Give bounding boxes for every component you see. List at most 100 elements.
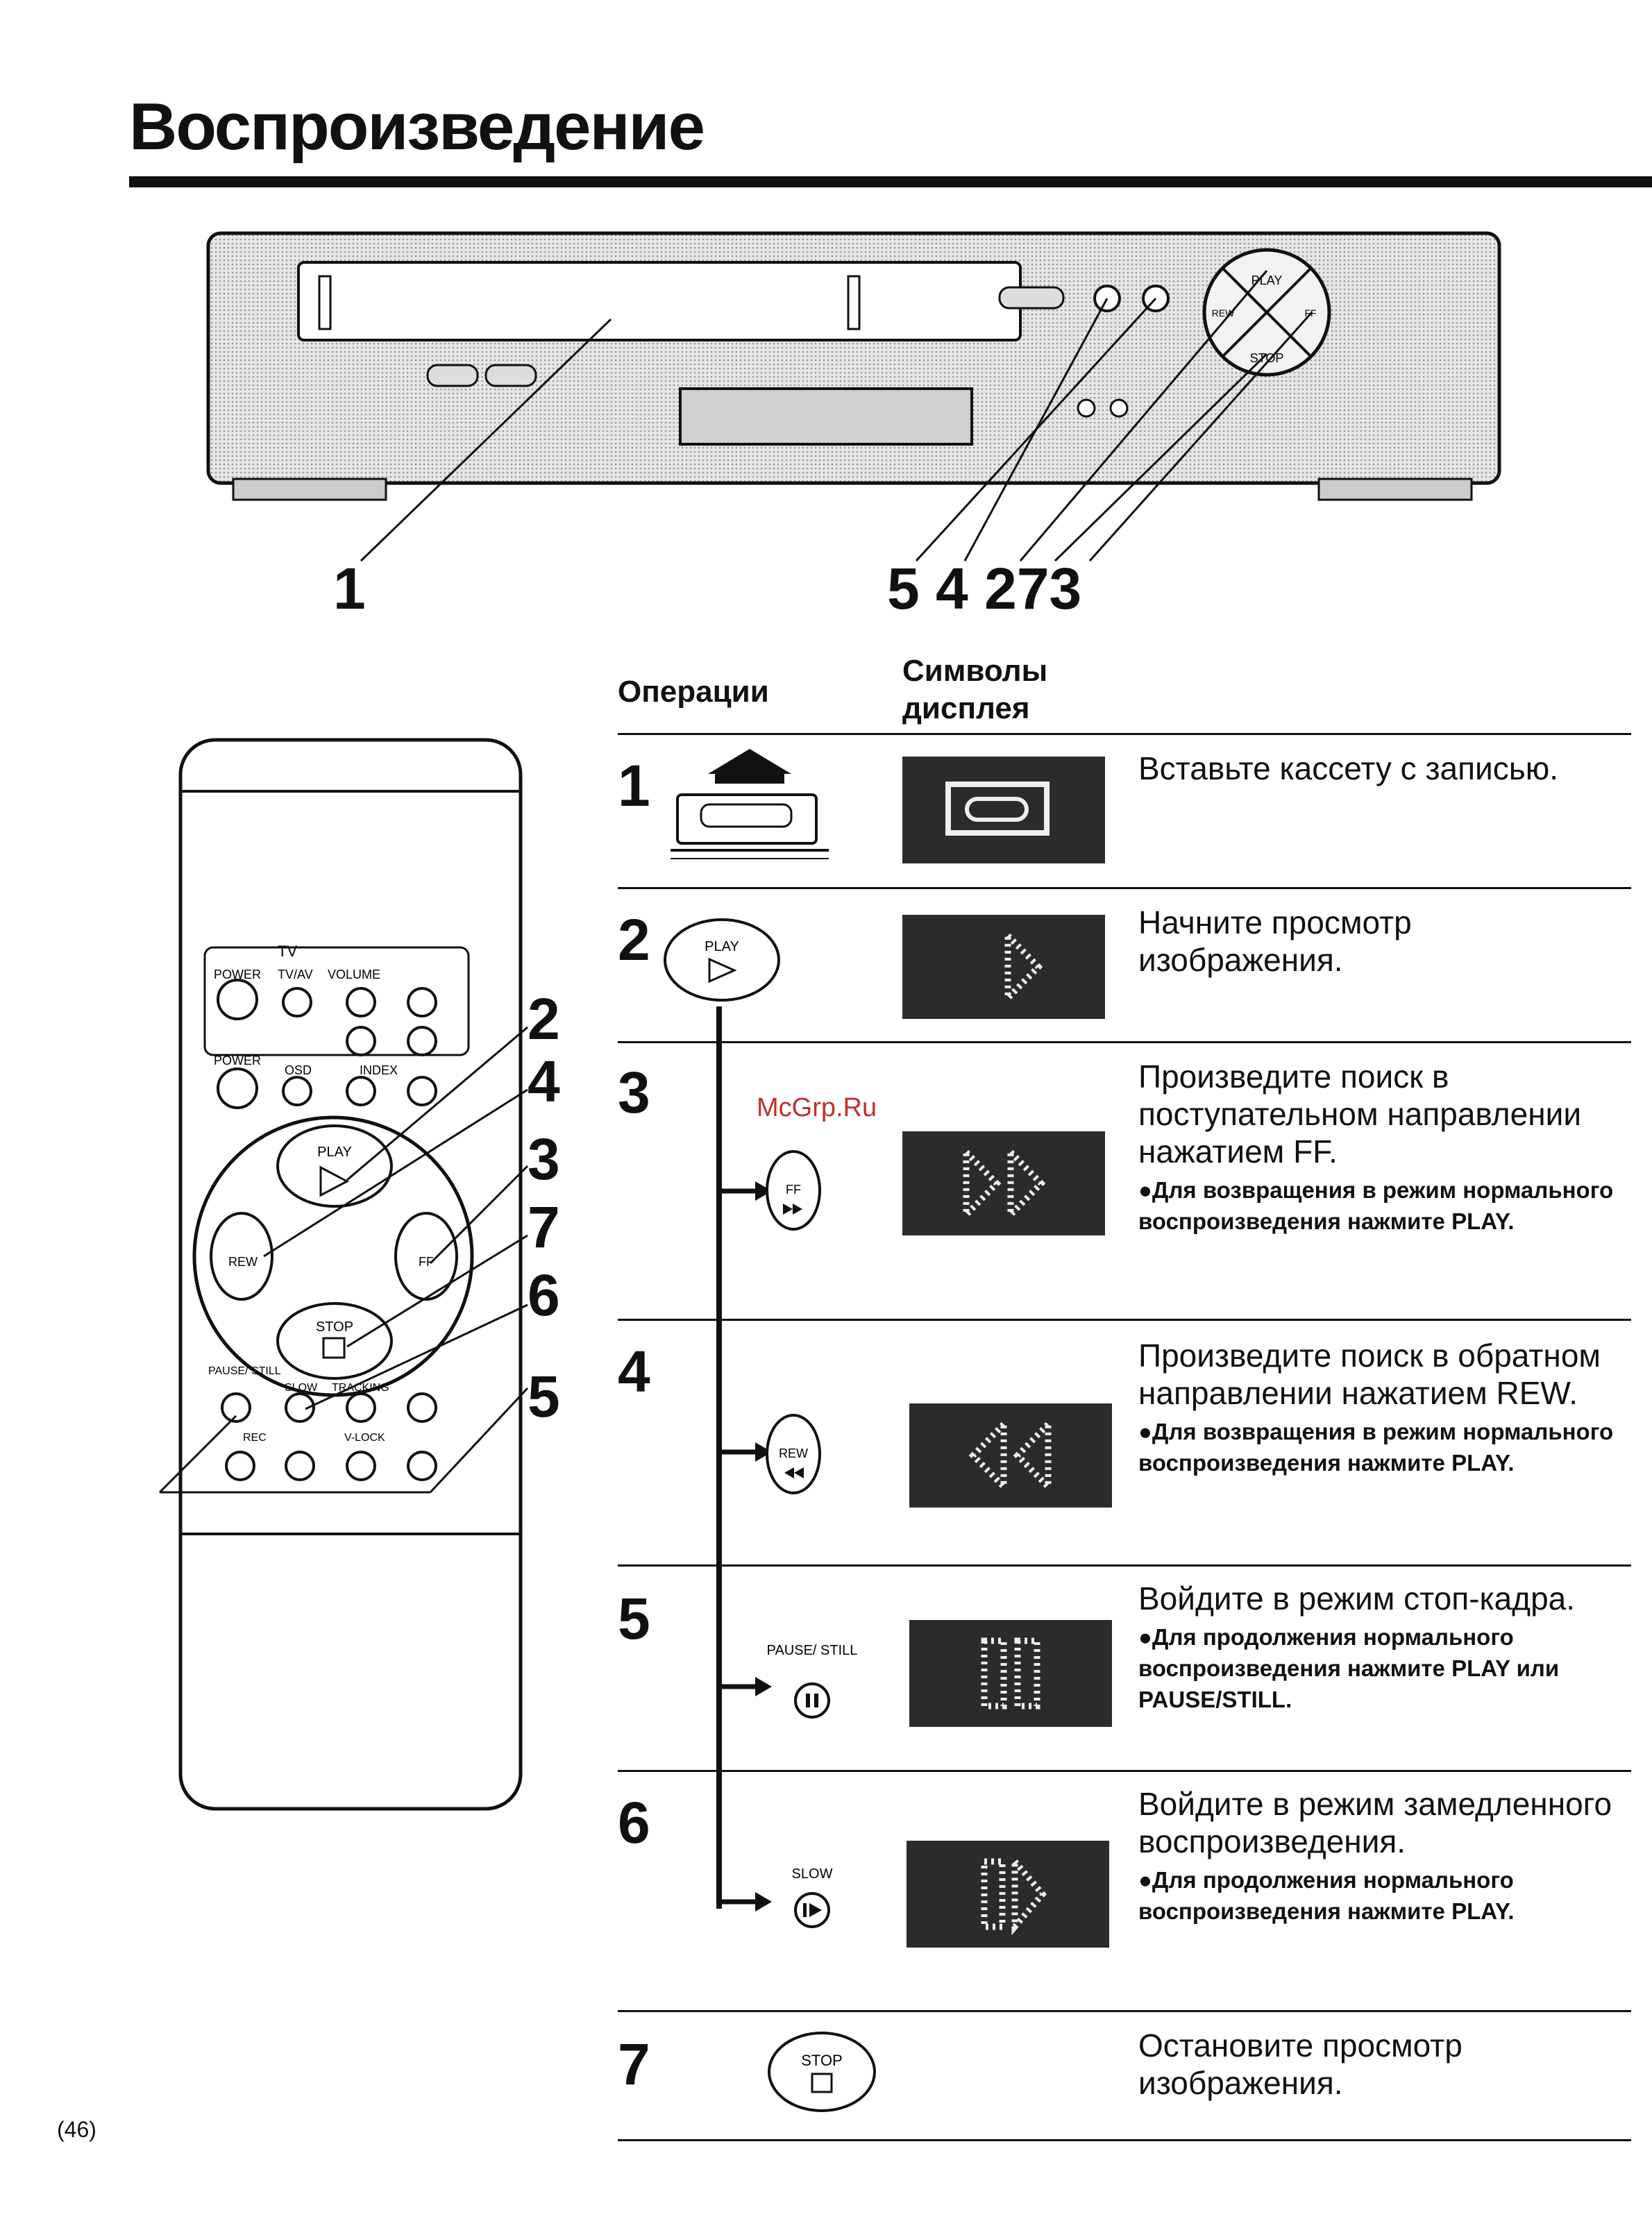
remote-tv-power-label: POWER bbox=[214, 968, 261, 981]
step-2-button-label: PLAY bbox=[705, 939, 739, 954]
step-4-content: Произведите поиск в обратном направлении… bbox=[1138, 1337, 1624, 1478]
remote-index-label: INDEX bbox=[360, 1063, 398, 1077]
ff-button-icon[interactable]: FF bbox=[762, 1145, 825, 1235]
vcr-callout-group: 5 4 273 bbox=[887, 556, 1082, 621]
step-5-note: ●Для продолжения нормального воспроизвед… bbox=[1138, 1624, 1560, 1712]
step-5-content: Войдите в режим стоп-кадра. ●Для продолж… bbox=[1138, 1580, 1624, 1715]
remote-callout-6: 6 bbox=[528, 1263, 560, 1328]
vcr-power-button bbox=[217, 1067, 258, 1109]
step-4-text: Произведите поиск в обратном направлении… bbox=[1138, 1337, 1601, 1411]
remote-stop-label: STOP bbox=[316, 1319, 353, 1335]
vcr-illustration: PLAY STOP REW FF bbox=[206, 231, 1501, 562]
vcr-display-window bbox=[679, 387, 973, 446]
remote-pause-label: PAUSE/ STILL bbox=[208, 1365, 281, 1377]
vcr-callout-1: 1 bbox=[333, 556, 366, 621]
remote-osd-label: OSD bbox=[285, 1063, 312, 1077]
remote-callout-5: 5 bbox=[528, 1364, 560, 1429]
display-pause bbox=[909, 1620, 1112, 1727]
remote-stop-button bbox=[276, 1302, 393, 1380]
step-4-note: ●Для возвращения в режим нормального вос… bbox=[1138, 1419, 1614, 1476]
eject-button bbox=[484, 364, 537, 387]
step-1-number: 1 bbox=[618, 753, 650, 818]
display-slow bbox=[907, 1841, 1109, 1948]
step-3-text: Произведите поиск в поступательном напра… bbox=[1138, 1058, 1582, 1170]
step-7-number: 7 bbox=[618, 2032, 650, 2097]
tracking-down-button bbox=[346, 1451, 376, 1481]
play-button-icon[interactable]: PLAY bbox=[659, 915, 784, 1005]
step-6-button-label: SLOW bbox=[792, 1866, 833, 1882]
step-2-text: Начните просмотр изображения. bbox=[1138, 904, 1412, 978]
col-display-header: Символы дисплея bbox=[902, 654, 1048, 725]
stop-button-icon[interactable]: STOP bbox=[764, 2027, 888, 2117]
tv-section bbox=[203, 946, 470, 1056]
page-number: (46) bbox=[57, 2117, 96, 2142]
row-separator bbox=[618, 1770, 1631, 1772]
display-cassette bbox=[902, 757, 1105, 863]
watermark: McGrp.Ru bbox=[757, 1093, 877, 1122]
remote-play-label: PLAY bbox=[317, 1145, 352, 1160]
vlock-up-button bbox=[407, 1392, 437, 1423]
rew-button-icon[interactable]: REW bbox=[762, 1409, 825, 1499]
step-3-number: 3 bbox=[618, 1060, 650, 1125]
vlock-down-button bbox=[407, 1451, 437, 1481]
remote-tvav-label: TV/AV bbox=[278, 968, 313, 981]
channel-down-button bbox=[407, 1026, 437, 1056]
volume-down-button bbox=[346, 1026, 376, 1056]
remote-rec-aux-button bbox=[285, 1451, 315, 1481]
col-operations-header: Операции bbox=[618, 675, 769, 709]
display-rew bbox=[909, 1403, 1112, 1508]
osd-button bbox=[282, 1076, 312, 1106]
step-1-text: Вставьте кассету с записью. bbox=[1138, 750, 1558, 786]
remote-vcr-power-label: POWER bbox=[214, 1054, 261, 1067]
remote-rew-label: REW bbox=[228, 1255, 258, 1269]
step-7-text: Остановите просмотр изображения. bbox=[1138, 2027, 1463, 2101]
row-separator bbox=[618, 887, 1631, 889]
remote-volume-label: VOLUME bbox=[328, 968, 380, 981]
row-separator bbox=[618, 2010, 1631, 2012]
index-prev-button bbox=[346, 1076, 376, 1106]
remote-illustration: TV POWER TV/AV VOLUME POWER OSD INDEX PL… bbox=[158, 738, 529, 1811]
flow-arrows bbox=[716, 1006, 772, 1911]
display-play bbox=[902, 915, 1105, 1019]
pause-button-icon[interactable]: PAUSE/ STILL bbox=[764, 1638, 861, 1728]
step-5-button-label: PAUSE/ STILL bbox=[767, 1643, 858, 1658]
step-2-number: 2 bbox=[618, 907, 650, 972]
remote-rew-button bbox=[210, 1212, 273, 1301]
step-6-number: 6 bbox=[618, 1790, 650, 1855]
step-4-number: 4 bbox=[618, 1339, 650, 1404]
remote-rec-label: REC bbox=[243, 1432, 267, 1444]
remote-ff-button bbox=[394, 1212, 458, 1301]
display-ff bbox=[902, 1131, 1105, 1235]
step-5-number: 5 bbox=[618, 1586, 650, 1651]
slow-button-icon[interactable]: SLOW bbox=[770, 1860, 854, 1936]
row-separator bbox=[618, 733, 1631, 735]
step-6-text: Войдите в режим замедленного воспроизвед… bbox=[1138, 1786, 1612, 1859]
step-7-button-label: STOP bbox=[801, 2052, 843, 2069]
tracking-up-button bbox=[346, 1392, 376, 1423]
vcr-play-label: PLAY bbox=[1251, 273, 1283, 287]
step-4-button-label: REW bbox=[779, 1446, 808, 1460]
channel-up-button bbox=[407, 987, 437, 1018]
cassette-slot bbox=[297, 261, 1022, 341]
remote-slow-button bbox=[285, 1392, 315, 1423]
row-separator bbox=[618, 1564, 1631, 1567]
step-6-content: Войдите в режим замедленного воспроизвед… bbox=[1138, 1785, 1624, 1927]
remote-callout-4: 4 bbox=[528, 1049, 560, 1114]
remote-tv-label: TV bbox=[278, 943, 297, 960]
remote-callout-2: 2 bbox=[528, 986, 560, 1052]
remote-pause-button bbox=[221, 1392, 251, 1423]
tvav-button bbox=[282, 987, 312, 1018]
remote-callout-7: 7 bbox=[528, 1195, 560, 1260]
remote-ff-label: FF bbox=[419, 1255, 434, 1269]
insert-cassette-icon bbox=[671, 749, 829, 859]
remote-callout-3: 3 bbox=[528, 1126, 560, 1192]
vcr-foot-right bbox=[1317, 478, 1473, 501]
vcr-foot-left bbox=[232, 478, 387, 501]
remote-slow-label: SLOW bbox=[285, 1382, 318, 1394]
remote-rec-button bbox=[225, 1451, 255, 1481]
title-rule bbox=[129, 176, 1652, 187]
row-separator bbox=[618, 2139, 1631, 2141]
tv-power-button bbox=[217, 979, 258, 1020]
remote-play-button bbox=[276, 1124, 393, 1208]
step-5-text: Войдите в режим стоп-кадра. bbox=[1138, 1580, 1576, 1617]
